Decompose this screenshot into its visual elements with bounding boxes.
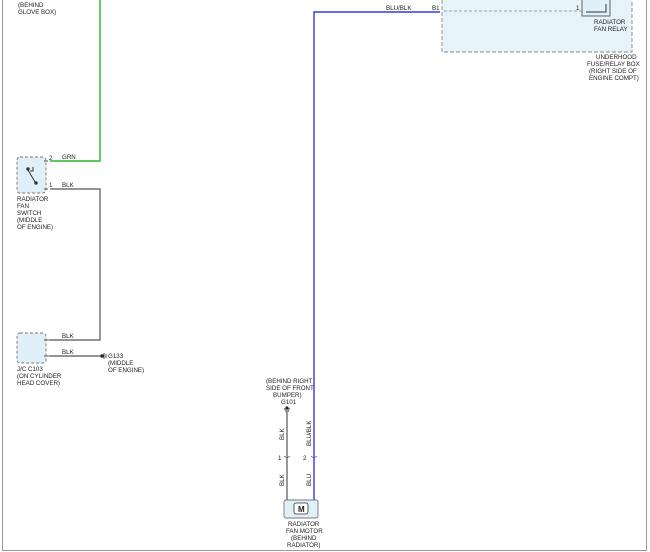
glove-box-note-line1: (BEHIND <box>18 2 44 9</box>
blk-wire-jc-bottom-label: BLK <box>62 349 75 356</box>
blk-wire-vertical-lower-label: BLK <box>279 473 286 486</box>
fuse-box-label-line3: (RIGHT SIDE OF <box>589 68 637 75</box>
blu-blk-wire-top-label: BLU/BLK <box>386 5 412 12</box>
g133-label-line2: (MIDDLE <box>108 360 133 367</box>
glove-box-note-line2: GLOVE BOX) <box>18 9 56 16</box>
motor-symbol: M <box>298 505 305 514</box>
blk-wire-switch-label: BLK <box>62 182 75 189</box>
motor-label-line2: FAN MOTOR <box>286 528 323 535</box>
blu-blk-wire-vertical-label: BLU/BLK <box>306 420 313 446</box>
jc-pin-stubs <box>44 339 50 357</box>
blu-wire-lower-label: BLU <box>306 474 313 486</box>
blu-blk-wire[interactable] <box>313 11 440 458</box>
g101-label-line2: SIDE OF FRONT <box>266 385 314 392</box>
grn-wire-label: GRN <box>62 154 76 161</box>
switch-label-line1: RADIATOR <box>17 196 49 203</box>
g101-label-line3: BUMPER) <box>273 392 302 399</box>
motor-label-line3: (BEHIND <box>291 535 317 542</box>
relay-contact-icon <box>586 4 607 13</box>
switch-label-line5: OF ENGINE) <box>17 224 53 231</box>
fuse-box-label-line1: UNDERHOOD <box>596 54 637 61</box>
jc-label-line2: (ON CYLINDER <box>17 373 62 380</box>
joint-connector-c103[interactable] <box>16 332 47 364</box>
relay-label-line2: FAN RELAY <box>594 26 628 33</box>
fuse-box-label-line4: ENGINE COMPT) <box>589 75 639 82</box>
fuse-box-pin-b1: B1 <box>432 5 440 12</box>
switch-pin-stubs <box>44 160 48 190</box>
g101-label-line4: G101 <box>281 399 297 406</box>
motor-label-line1: RADIATOR <box>288 521 320 528</box>
ground-g101-icon <box>284 406 290 412</box>
motor-label-line4: RADIATOR) <box>287 542 320 549</box>
g101-label-line1: (BEHIND RIGHT <box>266 378 313 385</box>
motor-pin2-connector-icon <box>310 455 318 458</box>
motor-pin-1: 1 <box>278 455 282 462</box>
radiator-fan-switch[interactable] <box>16 156 47 194</box>
switch-icon <box>26 167 38 185</box>
motor-pin1-connector-icon <box>283 455 291 458</box>
switch-pin-1: 1 <box>49 182 53 189</box>
motor-icon <box>293 502 309 515</box>
blk-wire-jc-top-label: BLK <box>62 333 75 340</box>
blk-wire-vertical-upper-label: BLK <box>279 427 286 440</box>
motor-pin-2: 2 <box>303 455 307 462</box>
relay-pin-1: 1 <box>576 5 580 12</box>
fuse-box-label-line2: FUSE/RELAY BOX <box>587 61 640 68</box>
grn-wire[interactable] <box>50 0 101 162</box>
g133-label-line3: OF ENGINE) <box>108 367 144 374</box>
jc-label-line1: J/C C103 <box>17 366 43 373</box>
switch-label-line4: (MIDDLE <box>17 217 42 224</box>
blk-wire-switch-to-jc[interactable] <box>50 188 101 341</box>
switch-label-line2: FAN <box>17 203 29 210</box>
relay-label-line1: RADIATOR <box>594 19 626 26</box>
switch-label-line3: SWITCH <box>17 210 41 217</box>
switch-pin-2: 2 <box>49 155 53 162</box>
ground-g133-icon <box>100 353 107 359</box>
jc-label-line3: HEAD COVER) <box>17 380 60 387</box>
g133-label-line1: G133 <box>108 353 124 360</box>
